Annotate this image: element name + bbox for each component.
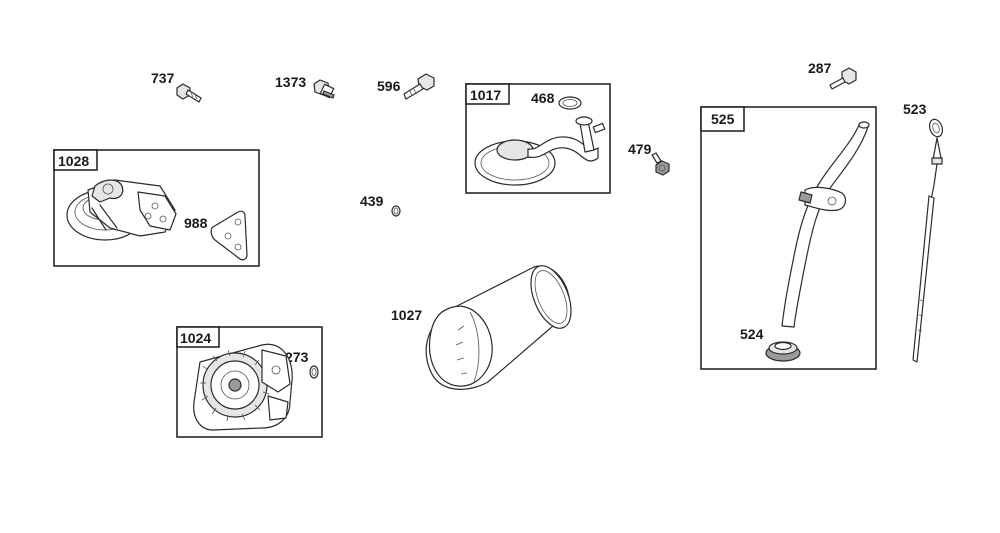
part-label-287[interactable]: 287 bbox=[808, 60, 832, 76]
part-label-1028[interactable]: 1028 bbox=[58, 153, 89, 169]
sump-cover-1028-drawing[interactable] bbox=[66, 179, 177, 241]
part-label-1017[interactable]: 1017 bbox=[470, 87, 501, 103]
part-label-524[interactable]: 524 bbox=[740, 326, 764, 342]
group-box-1028: 1028 bbox=[53, 149, 260, 267]
group-box-1017: 1017 bbox=[465, 83, 611, 194]
oil-pickup-1017-drawing[interactable] bbox=[474, 116, 606, 186]
grommet-524-drawing[interactable] bbox=[765, 341, 801, 362]
part-label-525[interactable]: 525 bbox=[711, 111, 735, 127]
part-label-737[interactable]: 737 bbox=[151, 70, 175, 86]
part-label-596[interactable]: 596 bbox=[377, 78, 401, 94]
part-label-1373[interactable]: 1373 bbox=[275, 74, 306, 90]
part-label-439[interactable]: 439 bbox=[360, 193, 384, 209]
oring-468-drawing[interactable] bbox=[558, 96, 582, 110]
part-label-988[interactable]: 988 bbox=[184, 215, 208, 231]
part-label-479[interactable]: 479 bbox=[628, 141, 652, 157]
group-box-1024: 1024 bbox=[176, 326, 323, 438]
dipstick-tube-525-drawing[interactable] bbox=[781, 121, 870, 328]
dipstick-523-drawing[interactable] bbox=[912, 117, 945, 363]
oil-filter-1027-drawing[interactable] bbox=[425, 260, 579, 390]
bolt-596-drawing[interactable] bbox=[403, 73, 435, 100]
bolt-1373-drawing[interactable] bbox=[313, 79, 335, 99]
bolt-287-drawing[interactable] bbox=[829, 67, 857, 90]
bolt-737-drawing[interactable] bbox=[176, 83, 202, 103]
oring-273-drawing[interactable] bbox=[309, 365, 319, 379]
oil-pump-1024-drawing[interactable] bbox=[193, 343, 293, 431]
part-label-468[interactable]: 468 bbox=[531, 90, 555, 106]
gasket-988-drawing[interactable] bbox=[210, 210, 248, 261]
part-label-1024[interactable]: 1024 bbox=[180, 330, 211, 346]
part-label-523[interactable]: 523 bbox=[903, 101, 927, 117]
part-label-273[interactable]: 273 bbox=[285, 349, 309, 365]
screw-479-drawing[interactable] bbox=[651, 152, 670, 176]
oring-439-drawing[interactable] bbox=[391, 205, 401, 217]
part-label-1027[interactable]: 1027 bbox=[391, 307, 422, 323]
group-box-525: 525 bbox=[700, 106, 877, 370]
